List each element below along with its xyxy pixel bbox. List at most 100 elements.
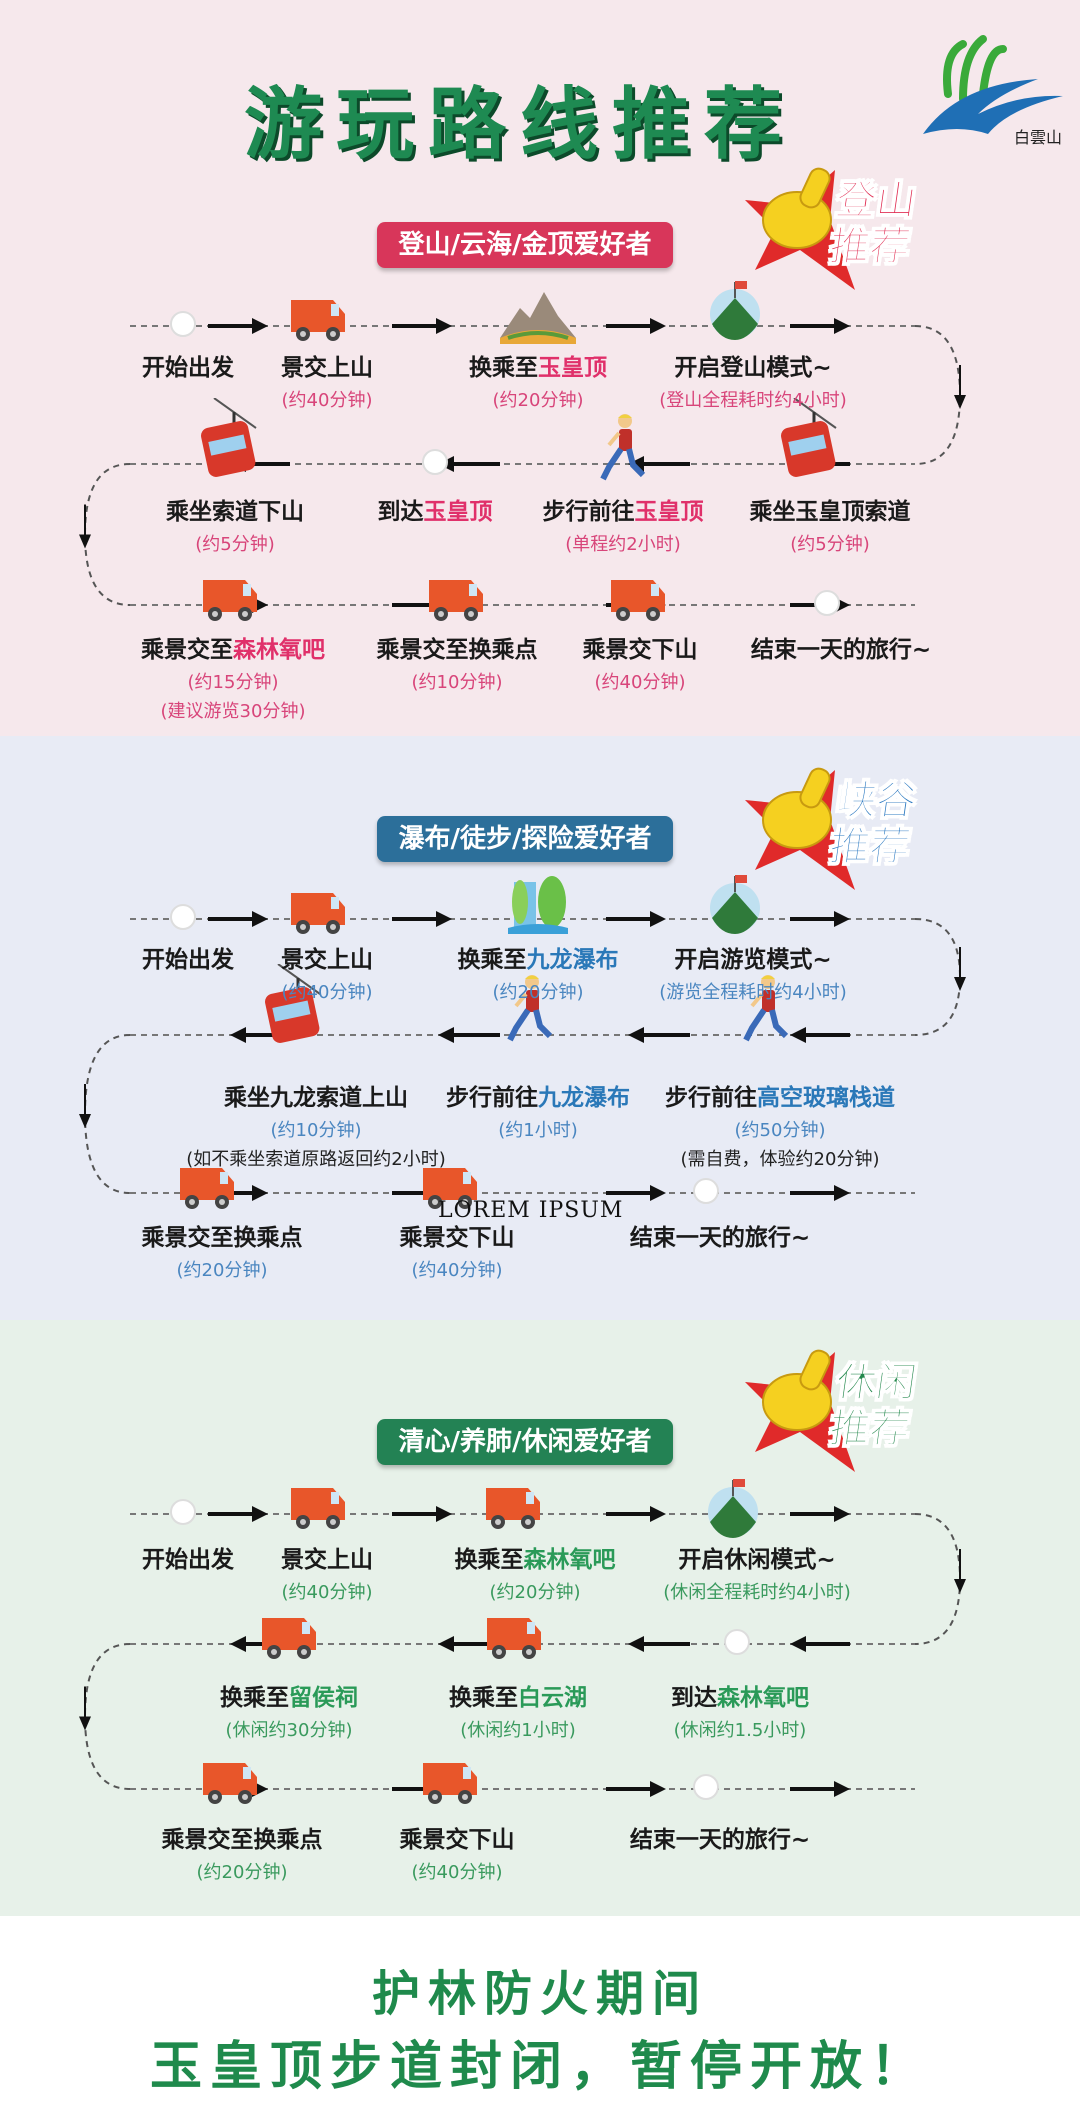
notice-footer: 护林防火期间 玉皇顶步道封闭，暂停开放！: [0, 1916, 1080, 2109]
step-title-text: 步行前往: [665, 1085, 757, 1111]
audience-badge: 瀑布/徒步/探险爱好者: [377, 816, 673, 862]
waypoint-circle-icon: [168, 309, 198, 343]
step-duration: (约20分钟): [492, 390, 584, 411]
step-title: 乘景交至换乘点: [377, 630, 538, 664]
van-icon: [287, 885, 351, 941]
step-duration: (约20分钟): [196, 1862, 288, 1883]
direction-arrow: [790, 1506, 850, 1522]
route-turn: [83, 1643, 131, 1790]
cable-car-icon: [258, 963, 322, 1048]
step-title-text: 开始出发: [142, 947, 234, 973]
step-title: 换乘至九龙瀑布: [458, 940, 619, 974]
route-step: 乘景交下山(约40分钟): [400, 1218, 515, 1285]
audience-badge: 登山/云海/金顶爱好者: [377, 222, 673, 268]
recommend-tag: 登山推荐: [735, 160, 945, 295]
step-title-text: 到达: [671, 1685, 717, 1711]
direction-arrow: [392, 1506, 452, 1522]
step-title: 结束一天的旅行~: [630, 1820, 810, 1854]
step-title: 步行前往高空玻璃栈道: [665, 1078, 895, 1112]
step-duration: (登山全程耗时约4小时): [659, 390, 847, 411]
step-title-text: 景交上山: [281, 947, 373, 973]
step-duration: (约5分钟): [790, 534, 870, 555]
step-title: 开始出发: [142, 1540, 234, 1574]
route-step: 开始出发: [142, 940, 234, 978]
direction-arrow: [790, 1781, 850, 1797]
route-step: 换乘至九龙瀑布(约20分钟): [458, 940, 619, 1007]
route-step: 换乘至森林氧吧(约20分钟): [455, 1540, 616, 1607]
tag-line-1: 休闲: [833, 1360, 920, 1407]
route-step: 乘坐九龙索道上山(约10分钟)(如不乘坐索道原路返回约2小时): [186, 1078, 446, 1171]
route-step: 乘景交下山(约40分钟): [400, 1820, 515, 1887]
direction-arrow: [790, 911, 850, 927]
direction-arrow: [628, 1636, 690, 1652]
step-title-text: 结束一天的旅行~: [629, 1225, 811, 1251]
step-duration: (约10分钟): [270, 1120, 362, 1141]
route-turn: [83, 463, 131, 606]
waypoint-circle-icon: [691, 1772, 721, 1806]
direction-arrow: [790, 1636, 850, 1652]
step-duration: (约40分钟): [281, 1582, 373, 1603]
tag-line-1: 登山: [833, 178, 920, 225]
tag-line-2: 推荐: [826, 224, 913, 271]
step-title: 换乘至玉皇顶: [469, 348, 607, 382]
route-step: 景交上山(约40分钟): [281, 348, 373, 415]
route-step: 到达玉皇顶: [378, 492, 493, 530]
cable-car-icon: [774, 397, 838, 482]
step-duration: (约20分钟): [489, 1582, 581, 1603]
step-duration: (休闲全程耗时约4小时): [663, 1582, 851, 1603]
route-step: 步行前往九龙瀑布(约1小时): [446, 1078, 630, 1145]
step-title: 景交上山: [281, 940, 373, 974]
step-title-text: 换乘至: [457, 947, 527, 973]
step-title-text: 结束一天的旅行~: [629, 1827, 811, 1853]
step-note: (建议游览30分钟): [160, 701, 306, 722]
step-duration: (约20分钟): [176, 1260, 268, 1281]
down-arrow-icon: [954, 395, 966, 409]
direction-arrow: [790, 318, 850, 334]
route-turn: [914, 325, 962, 465]
step-title-text: 换乘至: [454, 1547, 524, 1573]
tag-line-2: 推荐: [826, 824, 913, 871]
thumbs-up-star-icon: [745, 167, 855, 290]
down-arrow-icon: [954, 1579, 966, 1593]
route-step: 景交上山 (约40分钟): [281, 1540, 373, 1607]
overlay-text: LOREM IPSUM: [438, 1198, 624, 1223]
waypoint-circle-icon: [722, 1627, 752, 1661]
step-title-text: 乘坐九龙索道上山: [224, 1085, 408, 1111]
down-arrow-icon: [79, 1716, 91, 1731]
step-duration: (游览全程耗时约4小时): [659, 982, 847, 1003]
step-title: 结束一天的旅行~: [751, 630, 931, 664]
step-title-text: 开启游览模式~: [674, 947, 832, 973]
direction-arrow: [606, 1185, 666, 1201]
step-title-text: 景交上山: [281, 1547, 373, 1573]
step-title: 结束一天的旅行~: [630, 1218, 810, 1252]
route-step: 开始出发: [142, 1540, 234, 1578]
van-icon: [482, 1480, 546, 1536]
tag-line-2: 推荐: [826, 1406, 913, 1453]
step-title: 换乘至白云湖: [449, 1678, 587, 1712]
summit-flag-icon: [705, 1476, 761, 1544]
direction-arrow: [208, 318, 268, 334]
van-icon: [176, 1160, 240, 1216]
route-step: 乘坐索道下山(约5分钟): [166, 492, 304, 559]
logo-text: 白雲山: [1013, 128, 1062, 147]
step-title-text: 乘景交下山: [399, 1827, 515, 1853]
step-title-text: 乘景交至换乘点: [141, 1225, 303, 1251]
direction-arrow: [606, 1506, 666, 1522]
audience-badge: 清心/养肺/休闲爱好者: [377, 1419, 673, 1465]
step-title: 开始出发: [142, 940, 234, 974]
van-icon: [287, 292, 351, 348]
route-section-leisure: 清心/养肺/休闲爱好者 休闲推荐开始出发 景交上山 (约40分钟) 换乘至森林氧吧(约2…: [0, 1320, 1080, 1916]
step-title-text: 乘坐玉皇顶索道: [749, 499, 911, 525]
van-icon: [199, 1755, 263, 1811]
van-icon: [425, 572, 489, 628]
direction-arrow: [392, 911, 452, 927]
step-title-text: 乘坐索道下山: [166, 499, 304, 525]
hiker-icon: [742, 974, 792, 1048]
step-title: 换乘至留侯祠: [220, 1678, 358, 1712]
step-title-text: 步行前往: [446, 1085, 538, 1111]
notice-line-2: 玉皇顶步道封闭，暂停开放！: [149, 2037, 930, 2097]
step-duration: (休闲约30分钟): [225, 1720, 353, 1741]
step-title: 乘景交至换乘点: [142, 1218, 303, 1252]
step-title-text: 步行前往: [542, 499, 635, 525]
step-title: 开启登山模式~: [659, 348, 847, 382]
